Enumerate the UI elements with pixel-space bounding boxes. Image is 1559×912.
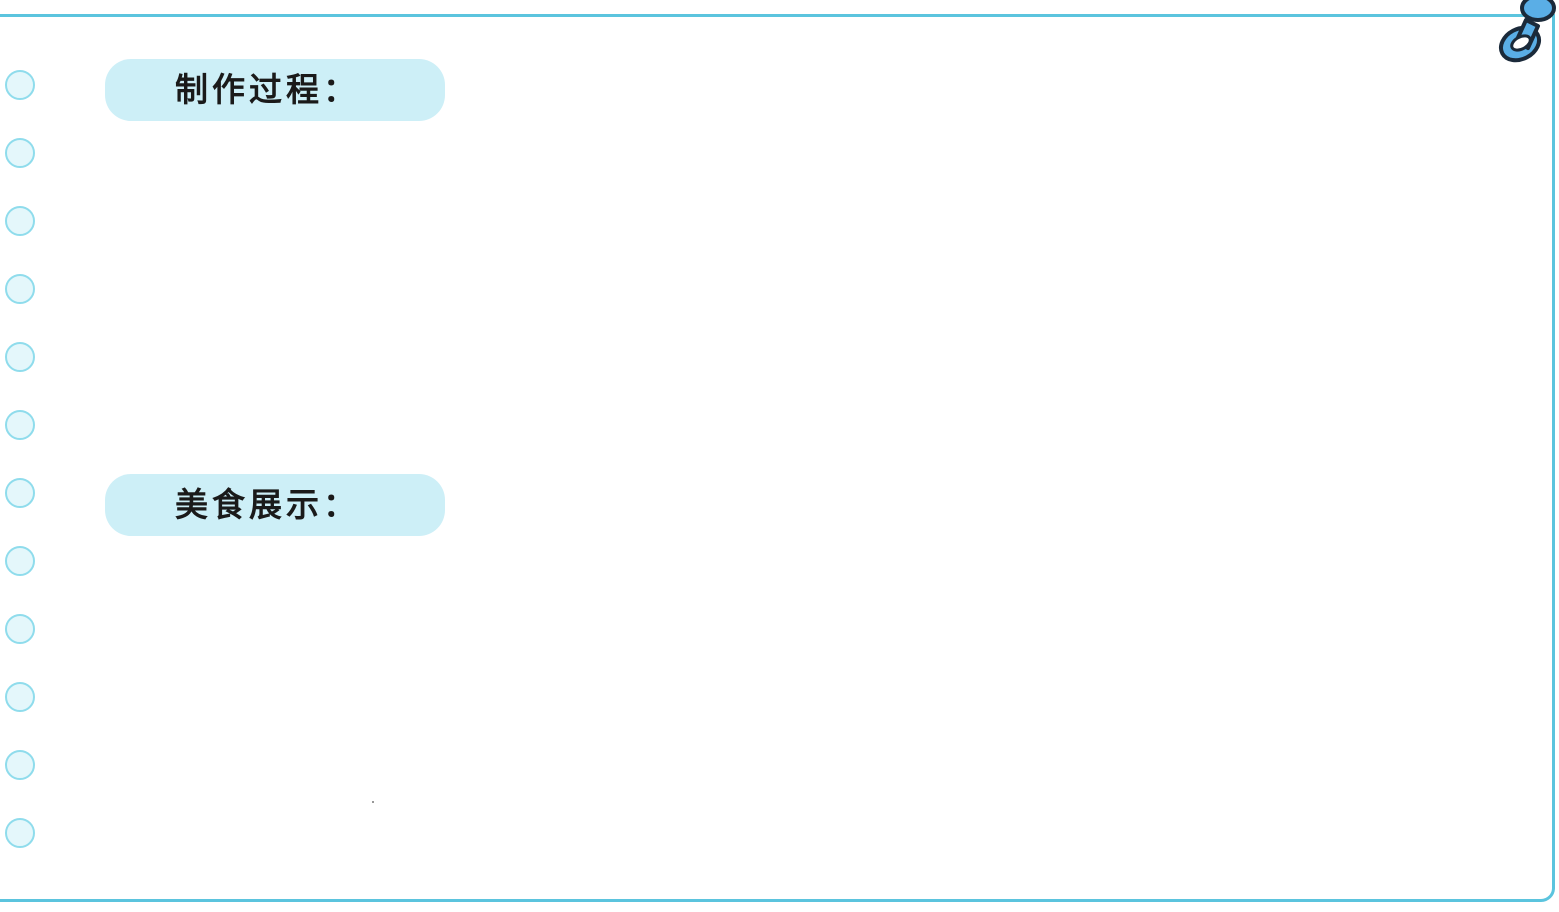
binder-hole-icon [5, 682, 35, 712]
binder-hole-icon [5, 342, 35, 372]
push-pin-icon [1498, 0, 1556, 63]
notebook-card [0, 14, 1555, 902]
binder-hole-icon [5, 410, 35, 440]
binder-hole-icon [5, 478, 35, 508]
binder-hole-icon [5, 274, 35, 304]
speck [372, 801, 374, 803]
binder-hole-icon [5, 546, 35, 576]
binder-holes [5, 70, 39, 850]
binder-hole-icon [5, 206, 35, 236]
binder-hole-icon [5, 614, 35, 644]
binder-hole-icon [5, 138, 35, 168]
binder-hole-icon [5, 750, 35, 780]
binder-hole-icon [5, 70, 35, 100]
binder-hole-icon [5, 818, 35, 848]
section-label-showcase: 美食展示： [105, 474, 445, 536]
section-label-process: 制作过程： [105, 59, 445, 121]
